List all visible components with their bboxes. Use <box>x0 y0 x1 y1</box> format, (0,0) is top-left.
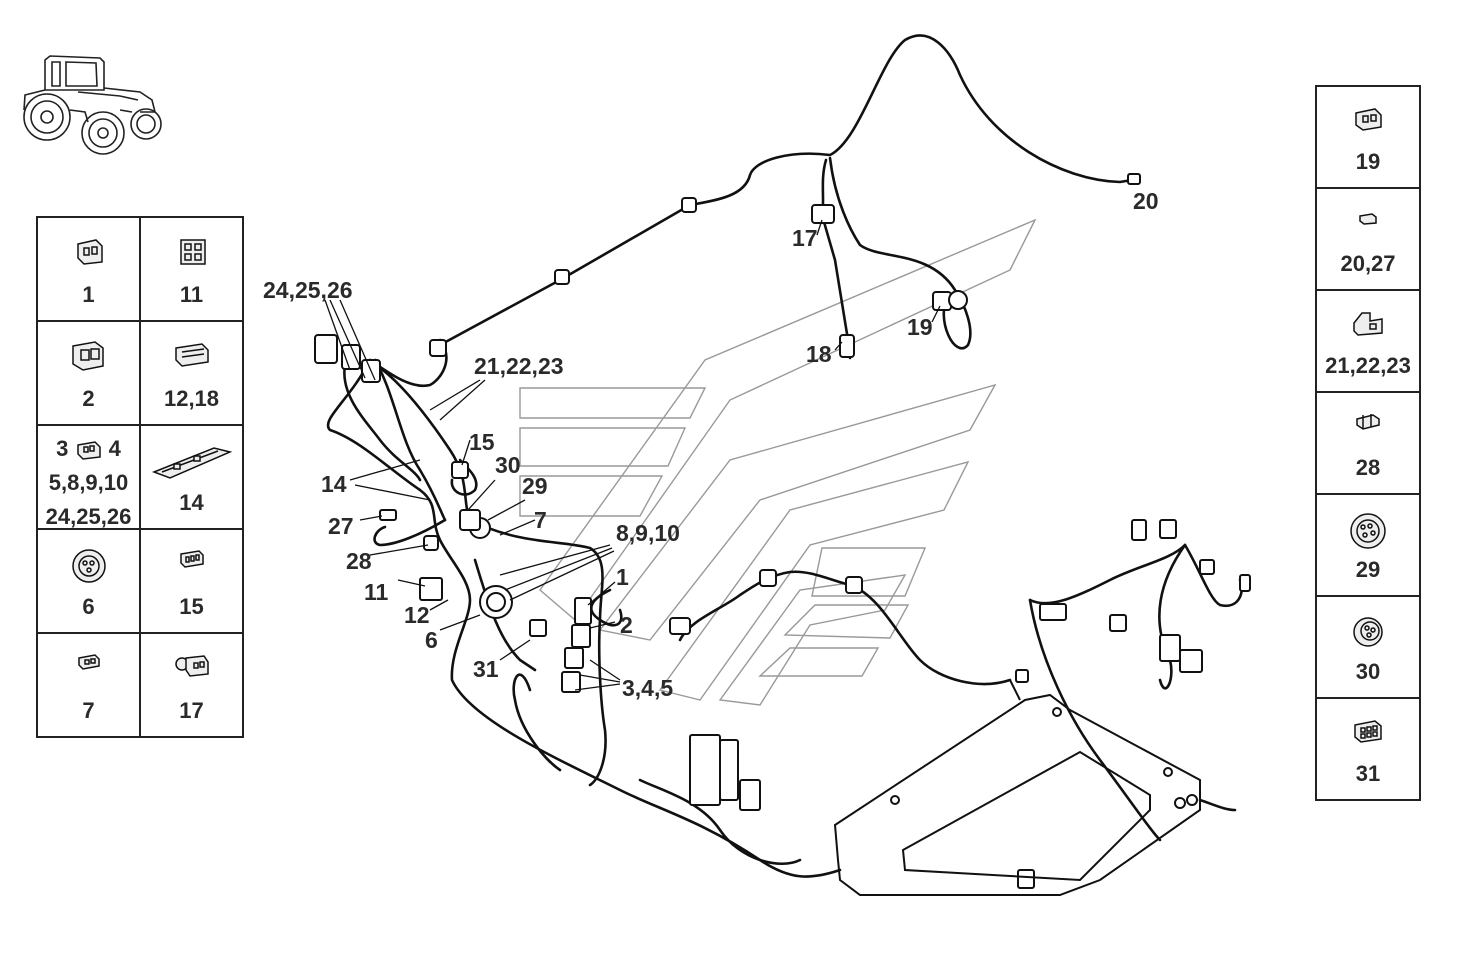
connector-legend-left: 1 11 2 12,18 3 4 5,8,9,10 24,25,26 <box>36 216 244 738</box>
legend-label: 1 <box>82 282 95 307</box>
legend-cell: 3 4 5,8,9,10 24,25,26 <box>36 424 141 530</box>
legend-cell: 6 <box>36 528 141 634</box>
connectors <box>314 173 1251 889</box>
legend-cell: 20,27 <box>1315 187 1421 291</box>
legend-label: 7 <box>82 698 95 723</box>
callout-7: 7 <box>534 507 547 533</box>
harness-wires <box>326 34 1244 878</box>
connector-small-icon <box>76 441 101 460</box>
connector-flat-icon <box>1356 414 1380 430</box>
connector-latch-icon <box>71 341 104 371</box>
connector-2pin-icon <box>1355 108 1382 131</box>
legend-label: 14 <box>179 490 204 515</box>
legend-cell: 17 <box>139 632 244 738</box>
callout-19: 19 <box>907 314 933 340</box>
brand-chevron-logo <box>519 218 1037 706</box>
legend-label: 11 <box>179 282 204 307</box>
legend-label: 21,22,23 <box>1325 353 1411 378</box>
connector-block-icon <box>174 343 209 367</box>
connector-angled-icon <box>174 655 209 677</box>
legend-cell: 1 <box>36 216 141 322</box>
legend-cell: 15 <box>139 528 244 634</box>
legend-label: 28 <box>1355 455 1381 480</box>
legend-cell: 14 <box>139 424 244 530</box>
callout-1: 1 <box>616 564 629 590</box>
connector-square-icon <box>179 239 206 265</box>
legend-cell: 7 <box>36 632 141 738</box>
round-connector-large-icon <box>1350 513 1386 549</box>
legend-cell: 30 <box>1315 595 1421 699</box>
callout-24-25-26: 24,25,26 <box>263 277 353 303</box>
legend-label: 31 <box>1355 761 1381 786</box>
callout-31: 31 <box>473 656 499 682</box>
legend-label: 20,27 <box>1340 251 1396 276</box>
legend-multi-label: 3 4 5,8,9,10 24,25,26 <box>38 432 139 534</box>
console-plate <box>833 679 1201 896</box>
legend-cell: 31 <box>1315 697 1421 801</box>
legend-label: 15 <box>179 594 204 619</box>
callout-12: 12 <box>404 602 430 628</box>
leader-lines <box>324 219 941 691</box>
connector-6pin-icon <box>1354 720 1382 743</box>
legend-cell: 28 <box>1315 391 1421 495</box>
callout-8-9-10: 8,9,10 <box>616 520 680 546</box>
legend-cell: 11 <box>139 216 244 322</box>
legend-label: 19 <box>1355 149 1381 174</box>
legend-label: 3 <box>56 436 69 461</box>
round-connector-icon <box>1353 617 1383 647</box>
callout-29: 29 <box>522 473 548 499</box>
connector-hood-icon <box>1353 312 1383 336</box>
legend-label: 17 <box>179 698 204 723</box>
legend-label: 12,18 <box>163 386 220 411</box>
callout-28: 28 <box>346 548 372 574</box>
connector-tiny-icon <box>1359 213 1377 225</box>
legend-label: 24,25,26 <box>45 504 132 529</box>
tractor-icon <box>23 55 162 155</box>
connector-2pin-icon <box>76 239 103 265</box>
legend-label: 6 <box>82 594 95 619</box>
legend-cell: 29 <box>1315 493 1421 597</box>
callout-3-4-5: 3,4,5 <box>622 675 674 701</box>
connector-strip-icon <box>151 447 232 479</box>
legend-label: 5,8,9,10 <box>48 470 129 495</box>
callout-6: 6 <box>425 627 438 653</box>
legend-cell: 2 <box>36 320 141 426</box>
legend-cell: 21,22,23 <box>1315 289 1421 393</box>
connector-legend-right: 19 20,27 21,22,23 28 29 30 31 <box>1315 85 1421 801</box>
callout-14: 14 <box>321 471 347 497</box>
legend-cell: 12,18 <box>139 320 244 426</box>
callout-30: 30 <box>495 452 521 478</box>
legend-label: 2 <box>82 386 95 411</box>
callout-21-22-23: 21,22,23 <box>474 353 564 379</box>
callout-17: 17 <box>792 225 818 251</box>
legend-label: 30 <box>1355 659 1381 684</box>
connector-mini-icon <box>77 654 100 670</box>
callout-15: 15 <box>469 429 495 455</box>
callout-27: 27 <box>328 513 354 539</box>
callout-11: 11 <box>364 579 389 605</box>
legend-label: 4 <box>108 436 121 461</box>
callout-18: 18 <box>806 341 832 367</box>
callout-2: 2 <box>620 612 633 638</box>
legend-cell: 19 <box>1315 85 1421 189</box>
connector-3pin-icon <box>179 550 204 568</box>
callout-20: 20 <box>1133 188 1159 214</box>
round-connector-icon <box>71 549 106 583</box>
legend-label: 29 <box>1355 557 1381 582</box>
